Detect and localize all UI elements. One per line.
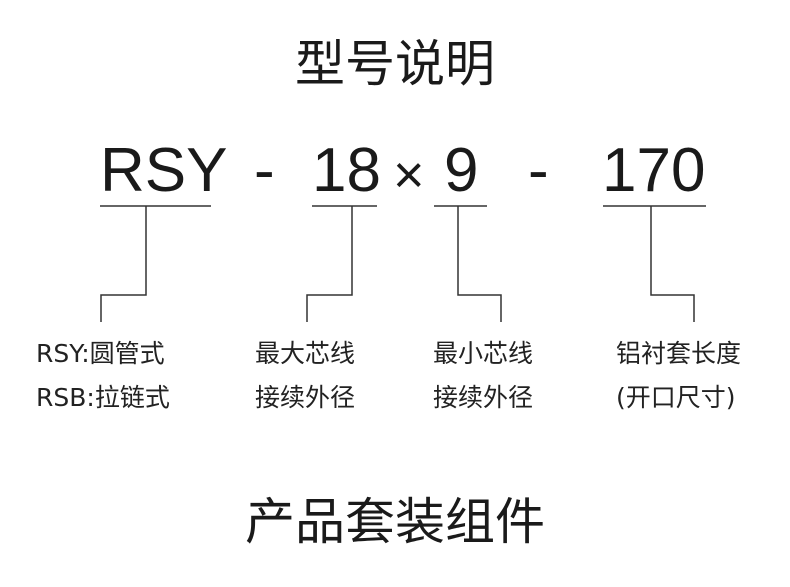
wire-count-value: 18: [312, 136, 381, 205]
page-title: 型号说明: [295, 35, 495, 93]
section-title-kit: 产品套装组件: [245, 493, 545, 551]
connector-length-drop: [650, 206, 695, 322]
length-value: 170: [602, 136, 706, 205]
desc-wire-count: 最大芯线 接续外径: [255, 332, 355, 420]
connector-wire-count-drop: [306, 206, 353, 322]
desc-wire-count-line2: 接续外径: [255, 383, 356, 412]
connector-wire-gauge-drop: [457, 206, 502, 322]
desc-prefix: RSY:圆管式 RSB:拉链式: [36, 332, 170, 420]
desc-length-line2: (开口尺寸): [616, 383, 736, 412]
connector-prefix-drop: [100, 206, 147, 322]
model-prefix: RSY: [100, 136, 228, 205]
dash-separator-1: -: [254, 136, 275, 205]
times-sign: ×: [393, 145, 425, 205]
desc-wire-gauge: 最小芯线 接续外径: [433, 332, 533, 420]
dash-separator-2: -: [528, 136, 549, 205]
desc-length: 铝衬套长度 (开口尺寸): [616, 332, 741, 420]
desc-prefix-line1: RSY:圆管式: [36, 339, 165, 368]
wire-gauge-value: 9: [444, 136, 479, 205]
desc-wire-gauge-line2: 接续外径: [433, 383, 534, 412]
desc-wire-count-line1: 最大芯线: [255, 339, 356, 368]
desc-length-line1: 铝衬套长度: [616, 339, 742, 368]
desc-wire-gauge-line1: 最小芯线: [433, 339, 534, 368]
desc-prefix-line2: RSB:拉链式: [36, 383, 170, 412]
